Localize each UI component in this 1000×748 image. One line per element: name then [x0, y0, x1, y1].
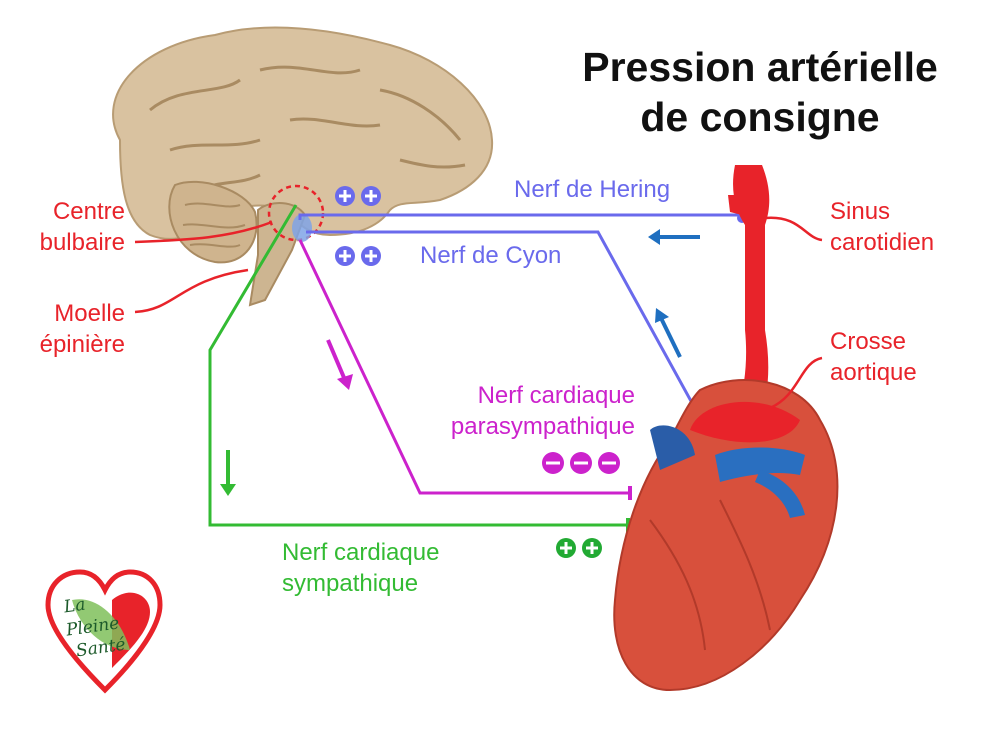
plus-signs-hering [335, 186, 381, 206]
parasympathetic-nerve-path [298, 239, 632, 495]
label-nerf-cardiaque-sympathique: Nerf cardiaque sympathique [282, 539, 440, 597]
sympathetic-nerve-path [208, 204, 630, 527]
plus-signs-cyon [335, 246, 381, 266]
page-title: Pression artérielle de consigne [540, 42, 980, 142]
label-sinus-carotidien: Sinus carotidien [830, 198, 935, 256]
label-nerf-cardiaque-parasympathique: Nerf cardiaque parasympathique [450, 382, 635, 440]
aorta-illustration [728, 165, 770, 420]
logo-heart-icon [45, 569, 163, 694]
label-moelle-epiniere: Moelle épinière [39, 300, 125, 358]
logo-text-line-1: La [62, 594, 87, 618]
pointer-crosse [769, 356, 823, 410]
pointer-centre-bulbaire [134, 220, 273, 244]
brain-illustration [112, 26, 494, 307]
arrow-cyon [655, 308, 682, 358]
title-line-1: Pression artérielle [582, 44, 938, 90]
arrow-parasympathetic [326, 339, 353, 390]
centre-bulbaire-marker [267, 184, 325, 242]
plus-signs-sympathetic [556, 538, 602, 558]
nerf-de-cyon-path [306, 230, 699, 413]
label-centre-bulbaire: Centre bulbaire [39, 198, 125, 256]
pointer-moelle [134, 268, 249, 314]
arrow-sympathetic [220, 450, 236, 496]
minus-signs-parasympathetic [542, 452, 620, 474]
label-crosse-aortique: Crosse aortique [830, 328, 917, 386]
label-nerf-de-cyon: Nerf de Cyon [420, 242, 562, 269]
nerf-de-hering-path [298, 213, 745, 220]
label-nerf-de-hering: Nerf de Hering [514, 176, 671, 203]
pointer-sinus [764, 216, 823, 242]
heart-illustration [613, 379, 839, 692]
arrow-hering [648, 229, 700, 245]
title-line-2: de consigne [640, 94, 880, 140]
